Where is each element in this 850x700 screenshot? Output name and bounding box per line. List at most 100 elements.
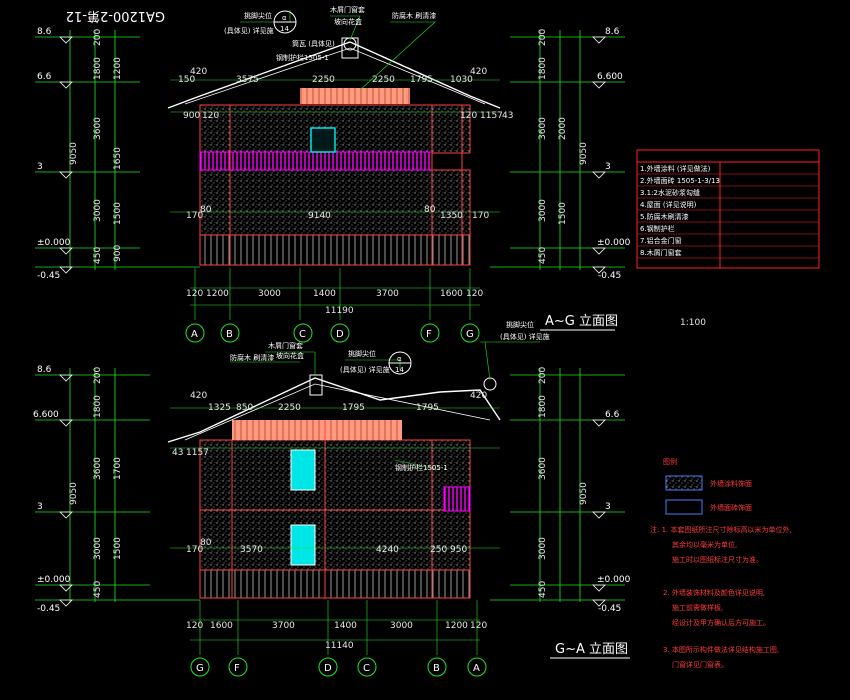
top-right-level-3: 3 bbox=[605, 162, 611, 172]
top-lowdim-1: 170 bbox=[186, 211, 203, 221]
top-lowdim-3: 9140 bbox=[308, 211, 331, 221]
top-middim-1: 900 bbox=[183, 111, 200, 121]
note-line-8: 门窗详见门窗表。 bbox=[672, 660, 728, 669]
sheet-code: GA1200-2第-12 bbox=[66, 8, 165, 23]
top-roofdim-2: 150 bbox=[178, 75, 195, 85]
bottom-right-level-1: 6.6 bbox=[605, 410, 620, 420]
top-lowdim-6: 170 bbox=[472, 211, 489, 221]
bottom-balcony-rail bbox=[443, 486, 471, 512]
top-left-level-1: 8.6 bbox=[37, 27, 52, 37]
note-line-3: 施工时以图纸标注尺寸为准。 bbox=[672, 555, 763, 564]
bottom-left-level-triangles bbox=[59, 374, 73, 607]
bottom-left-level-5: -0.45 bbox=[37, 604, 60, 614]
top-roofdim-1: 420 bbox=[190, 67, 207, 77]
top-callout-5: 防腐木 刷清漆 bbox=[392, 11, 436, 20]
bottom-roofdim-7: 420 bbox=[470, 391, 487, 401]
top-right-total-height: 9050 bbox=[579, 142, 589, 165]
legend: 图例 外墙涂料饰面 外墙面砖饰面 bbox=[663, 457, 752, 515]
bottom-left-vdim-2: 1800 bbox=[93, 395, 103, 418]
bottom-middim-2: 1157 bbox=[186, 448, 209, 458]
bottom-left-total-height: 9050 bbox=[69, 482, 79, 505]
bottom-roofdim-3: 850 bbox=[236, 403, 253, 413]
top-bottom-dim-lines bbox=[190, 268, 480, 320]
top-ridge-ornament bbox=[343, 37, 357, 51]
top-middim-2: 120 bbox=[202, 111, 219, 121]
top-bdim-6: 1600 bbox=[440, 289, 463, 299]
bottom-right-vdim-2: 1800 bbox=[538, 395, 548, 418]
top-axis-6: G bbox=[466, 329, 474, 340]
bottom-callout-5: (具体见) 详见施 bbox=[340, 365, 390, 374]
top-right-vdim-3: 3600 bbox=[538, 117, 548, 140]
bottom-detail-ref-num: α bbox=[397, 355, 402, 363]
top-right-level-5: -0.45 bbox=[598, 271, 621, 281]
bottom-left-level-2: 6.600 bbox=[33, 410, 59, 420]
bottom-axis-4: C bbox=[363, 663, 370, 674]
bottom-left-level-marks bbox=[35, 368, 200, 602]
table-row-4: 4.屋面 (详见说明) bbox=[640, 200, 697, 209]
top-left-vdim-5: 450 bbox=[93, 247, 103, 264]
bottom-callout-3: 防腐木 刷清漆 bbox=[230, 353, 274, 362]
top-axis-3: C bbox=[299, 329, 306, 340]
bottom-roofdim-1: 420 bbox=[190, 391, 207, 401]
bottom-right-level-4: -0.45 bbox=[598, 604, 621, 614]
bottom-elevation: 8.6 6.600 3 ±0.000 -0.45 9050 200 1800 3… bbox=[33, 320, 631, 677]
bottom-left-vdim-b2: 1500 bbox=[113, 537, 123, 560]
top-left-level-4: ±0.000 bbox=[37, 238, 71, 248]
bottom-roof-outline bbox=[167, 377, 501, 443]
bottom-right-vdim-1: 200 bbox=[538, 367, 548, 384]
bottom-base-stripes bbox=[199, 569, 471, 599]
top-elevation: GA1200-2第-12 8.6 6.6 3 ±0.000 -0.45 9050… bbox=[35, 5, 706, 343]
table-row-6: 6.钢制护栏 bbox=[640, 224, 675, 233]
bottom-left-level-4: ±0.000 bbox=[37, 575, 71, 585]
notes: 注: 1. 本套图纸所注尺寸除标高以米为单位外, 其余均以毫米为单位, 施工时以… bbox=[650, 525, 792, 669]
top-rafter-band bbox=[300, 88, 410, 104]
note-line-4: 2. 外墙装饰材料及颜色详见说明, bbox=[663, 588, 765, 597]
top-roofdim-6: 1795 bbox=[410, 75, 433, 85]
top-right-callout-a: 挑脚尖位 bbox=[506, 320, 534, 329]
top-right-level-4: ±0.000 bbox=[597, 238, 631, 248]
top-left-level-triangles bbox=[59, 36, 73, 274]
top-roof-outline bbox=[167, 41, 501, 109]
top-middim-5: 43 bbox=[502, 111, 513, 121]
bottom-lowdim-2: 80 bbox=[200, 538, 212, 548]
top-bdim-1: 120 bbox=[186, 289, 203, 299]
bottom-wall-lower bbox=[199, 509, 471, 571]
top-left-level-5: -0.45 bbox=[37, 271, 60, 281]
top-lowdim-4: 80 bbox=[424, 205, 436, 215]
bottom-roofdim-4: 2250 bbox=[278, 403, 301, 413]
bottom-right-total-height: 9050 bbox=[579, 482, 589, 505]
top-axis-4: D bbox=[336, 329, 344, 340]
bottom-lowdim-4: 4240 bbox=[376, 545, 399, 555]
bottom-right-level-marks bbox=[490, 368, 625, 602]
top-total-width: 11190 bbox=[325, 306, 354, 316]
bottom-axis-5: B bbox=[433, 663, 440, 674]
top-right-vdim-2: 1800 bbox=[538, 57, 548, 80]
bottom-roofdim-2: 1325 bbox=[208, 403, 231, 413]
bottom-right-level-2: 3 bbox=[605, 502, 611, 512]
top-middim-4: 1157 bbox=[480, 111, 503, 121]
bottom-axis-2: F bbox=[234, 663, 240, 674]
table-row-8: 8.木屑门窗套 bbox=[640, 248, 682, 257]
bottom-roofdim-5: 1795 bbox=[342, 403, 365, 413]
note-line-5: 施工前需做样板, bbox=[672, 603, 723, 612]
top-bdim-4: 1400 bbox=[313, 289, 336, 299]
bottom-bdim-4: 1400 bbox=[334, 621, 357, 631]
top-left-level-3: 3 bbox=[37, 162, 43, 172]
top-roof-dim-line bbox=[170, 79, 500, 213]
top-lowdim-5: 1350 bbox=[440, 211, 463, 221]
top-detail-ref-num: α bbox=[282, 14, 287, 22]
top-callout-3: 木屑门窗套 bbox=[330, 5, 365, 14]
top-balcony-rail bbox=[199, 151, 433, 171]
legend-item-2: 外墙面砖饰面 bbox=[710, 503, 752, 512]
bottom-bdim-1: 120 bbox=[186, 621, 203, 631]
bottom-right-vdim-4: 3000 bbox=[538, 537, 548, 560]
bottom-callout-1: 木屑门窗套 bbox=[268, 341, 303, 350]
bottom-left-level-3: 3 bbox=[37, 502, 43, 512]
bottom-lowdim-1: 170 bbox=[186, 545, 203, 555]
top-bdim-7: 120 bbox=[466, 289, 483, 299]
top-right-vdim-b2: 1500 bbox=[558, 202, 568, 225]
top-elevation-title: A~G 立面图 bbox=[545, 314, 618, 329]
bottom-left-vdim-3: 3600 bbox=[93, 457, 103, 480]
bottom-left-level-1: 8.6 bbox=[37, 365, 52, 375]
